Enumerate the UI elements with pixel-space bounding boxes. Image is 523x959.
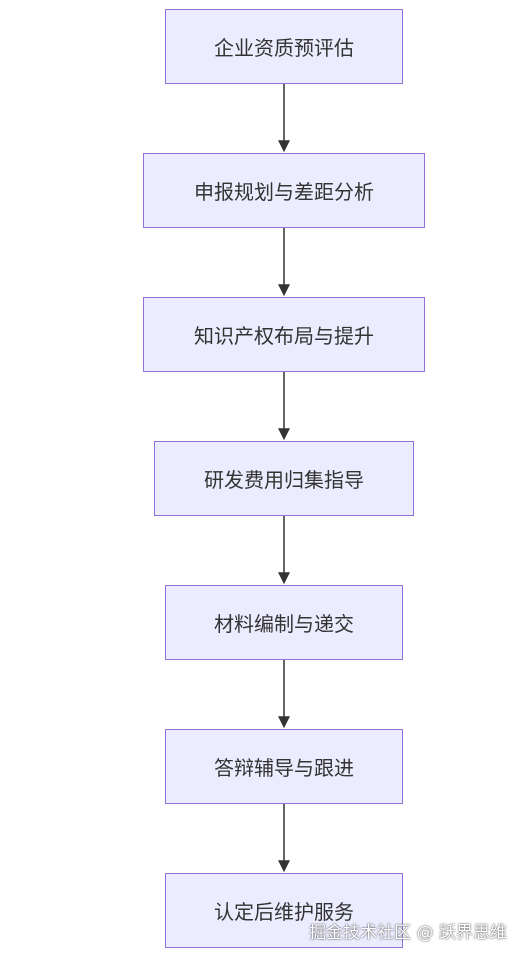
step-label: 答辩辅导与跟进 [214,756,354,780]
step-label: 认定后维护服务 [214,900,354,924]
step-node-1: 企业资质预评估 [165,9,403,84]
step-label: 研发费用归集指导 [204,468,364,492]
step-node-6: 答辩辅导与跟进 [165,729,403,804]
step-node-4: 研发费用归集指导 [154,441,414,516]
step-node-7: 认定后维护服务 [165,873,403,948]
step-node-3: 知识产权布局与提升 [143,297,425,372]
step-label: 申报规划与差距分析 [194,180,374,204]
step-node-5: 材料编制与递交 [165,585,403,660]
step-label: 知识产权布局与提升 [194,324,374,348]
step-label: 材料编制与递交 [214,612,354,636]
step-node-2: 申报规划与差距分析 [143,153,425,228]
watermark: 掘金技术社区 @ 跃界思维 [309,923,507,943]
step-label: 企业资质预评估 [214,36,354,60]
